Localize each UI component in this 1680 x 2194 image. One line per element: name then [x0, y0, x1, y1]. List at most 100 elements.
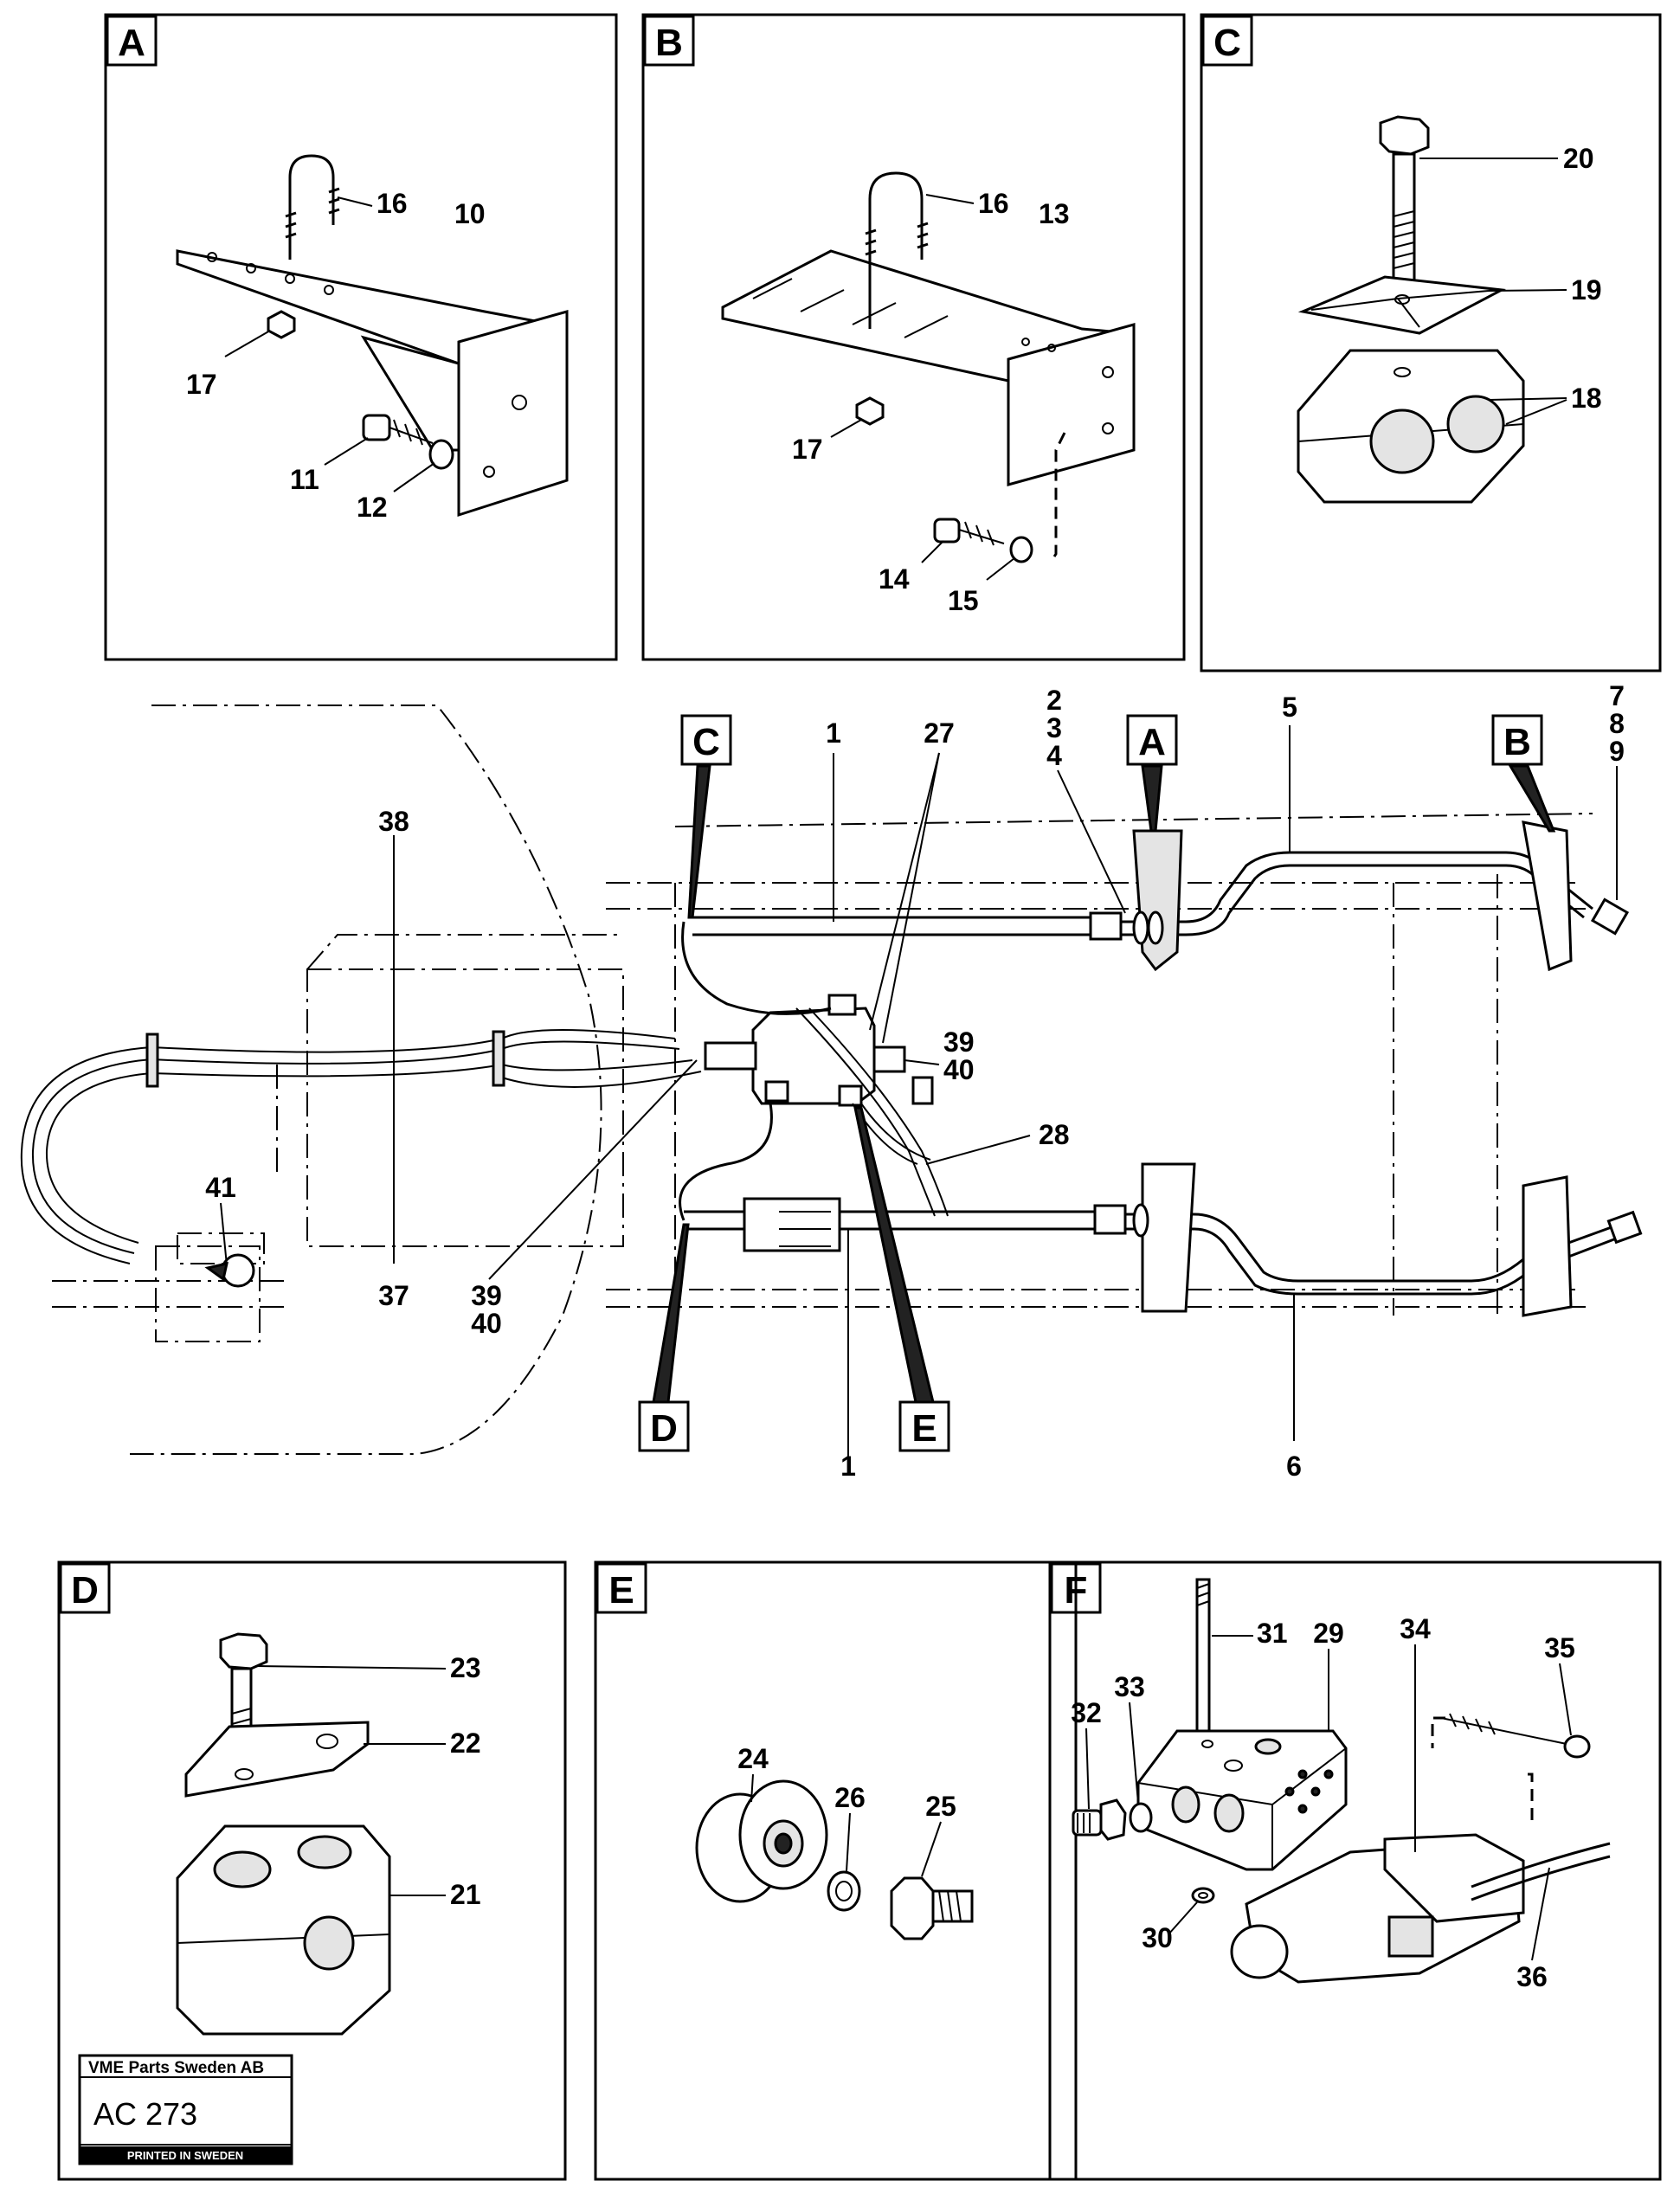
part-label-12: 12	[357, 492, 388, 523]
panel-c-label-box	[1201, 15, 1253, 67]
part-label-18: 18	[1571, 383, 1602, 414]
label-5: 5	[1282, 692, 1297, 723]
tube-1-upper	[692, 916, 1091, 936]
phantom-cab-outline	[130, 705, 602, 1455]
part-label-16: 16	[377, 188, 408, 219]
component-41	[155, 1232, 265, 1342]
part-label-17: 17	[186, 369, 217, 400]
callout-a: A	[1138, 721, 1166, 763]
part-label-29: 29	[1313, 1618, 1344, 1649]
label-7: 7	[1609, 680, 1625, 711]
label-6: 6	[1286, 1451, 1302, 1482]
u-bolt-16b	[865, 171, 929, 329]
callout-c-box	[680, 714, 732, 766]
callout-b-box	[1491, 714, 1543, 766]
panel-d-label: D	[71, 1569, 99, 1612]
title-company: VME Parts Sweden AB	[88, 2059, 264, 2077]
panel-c-frame	[1200, 13, 1662, 672]
bracket-10	[176, 249, 569, 518]
label-9: 9	[1609, 736, 1625, 767]
screw-35	[1440, 1713, 1591, 1759]
valve-block-27	[704, 994, 906, 1107]
clip-left	[145, 1033, 159, 1088]
panel-c: C 20 19 18	[1200, 13, 1662, 672]
part-label-16b: 16	[978, 188, 1009, 219]
callout-c: C	[692, 721, 720, 763]
plug-32	[1072, 1798, 1127, 1841]
callout-b: B	[1503, 721, 1531, 763]
label-39-left: 39	[471, 1280, 502, 1311]
label-37: 37	[378, 1280, 409, 1311]
washer-26	[827, 1870, 861, 1912]
panel-e: E 24 26 25	[594, 1560, 1078, 2181]
block-21	[176, 1824, 391, 2036]
panel-a-label: A	[118, 22, 145, 64]
label-41: 41	[205, 1172, 236, 1203]
bracket-lower-b	[1522, 1175, 1573, 1317]
oring-30	[1191, 1887, 1215, 1904]
hose-28	[795, 1007, 949, 1217]
label-27: 27	[924, 717, 955, 749]
main-assembly: C A B D E 1 27 2 3 4 5 7 8 9 38 39 40 28	[20, 680, 1643, 1482]
part-label-15: 15	[948, 585, 979, 616]
label-40-left: 40	[471, 1308, 502, 1339]
panel-d-frame	[57, 1560, 567, 2181]
fitting-25	[890, 1876, 974, 1940]
washer-33	[1129, 1802, 1153, 1833]
stud-31	[1195, 1578, 1211, 1733]
dashed-guide	[1050, 432, 1066, 562]
callout-e: E	[911, 1407, 937, 1450]
part-label-20: 20	[1563, 143, 1594, 174]
bracket-13	[721, 249, 1136, 486]
label-3: 3	[1046, 712, 1062, 743]
bolt-20	[1379, 115, 1430, 286]
part-label-11: 11	[290, 464, 319, 495]
label-2: 2	[1046, 685, 1062, 716]
panel-a: A 16 10 17 11 12	[104, 13, 618, 661]
panel-c-label: C	[1213, 22, 1241, 64]
label-4: 4	[1046, 740, 1062, 771]
label-1-lower: 1	[840, 1451, 856, 1482]
panel-a-frame	[104, 13, 618, 661]
panel-b-label-box	[643, 15, 695, 67]
part-label-35: 35	[1544, 1632, 1575, 1663]
tube-5	[1121, 851, 1593, 936]
washer-15	[1009, 536, 1033, 563]
knob-24	[695, 1779, 828, 1903]
hose-upper-conn	[681, 921, 832, 1015]
part-label-13: 13	[1039, 198, 1070, 229]
label-39-right: 39	[943, 1026, 975, 1058]
panel-b: B 16 13 17 14 15	[641, 13, 1186, 661]
hose-lower-conn	[679, 1103, 773, 1221]
label-28: 28	[1039, 1119, 1070, 1150]
nut-17b	[855, 396, 885, 426]
title-number: AC 273	[93, 2096, 197, 2132]
part-label-26: 26	[834, 1782, 866, 1813]
plate-22	[184, 1721, 370, 1798]
screw-11	[362, 414, 434, 446]
label-38: 38	[378, 806, 409, 837]
part-label-34: 34	[1400, 1613, 1431, 1644]
part-label-22: 22	[450, 1728, 481, 1759]
panel-f-label: F	[1065, 1569, 1088, 1612]
clamp-18	[1297, 349, 1525, 504]
clip-mid	[492, 1030, 505, 1087]
connector-block	[743, 1197, 841, 1252]
label-40-right: 40	[943, 1054, 975, 1085]
hose-38	[20, 1029, 676, 1264]
callout-d: D	[650, 1407, 678, 1450]
title-block: VME Parts Sweden AB AC 273 PRINTED IN SW…	[78, 2054, 293, 2165]
part-label-17b: 17	[792, 434, 823, 465]
part-label-19: 19	[1571, 274, 1602, 306]
part-label-23: 23	[450, 1652, 481, 1683]
part-label-21: 21	[450, 1879, 481, 1910]
callout-a-box	[1126, 714, 1178, 766]
part-label-31: 31	[1257, 1618, 1288, 1649]
part-label-25: 25	[925, 1791, 956, 1822]
part-label-10: 10	[454, 198, 486, 229]
panel-f: F	[1048, 1560, 1662, 2181]
panel-f-frame	[1048, 1560, 1662, 2181]
panel-f-label-box	[1050, 1562, 1102, 1614]
panel-b-label: B	[655, 22, 683, 64]
